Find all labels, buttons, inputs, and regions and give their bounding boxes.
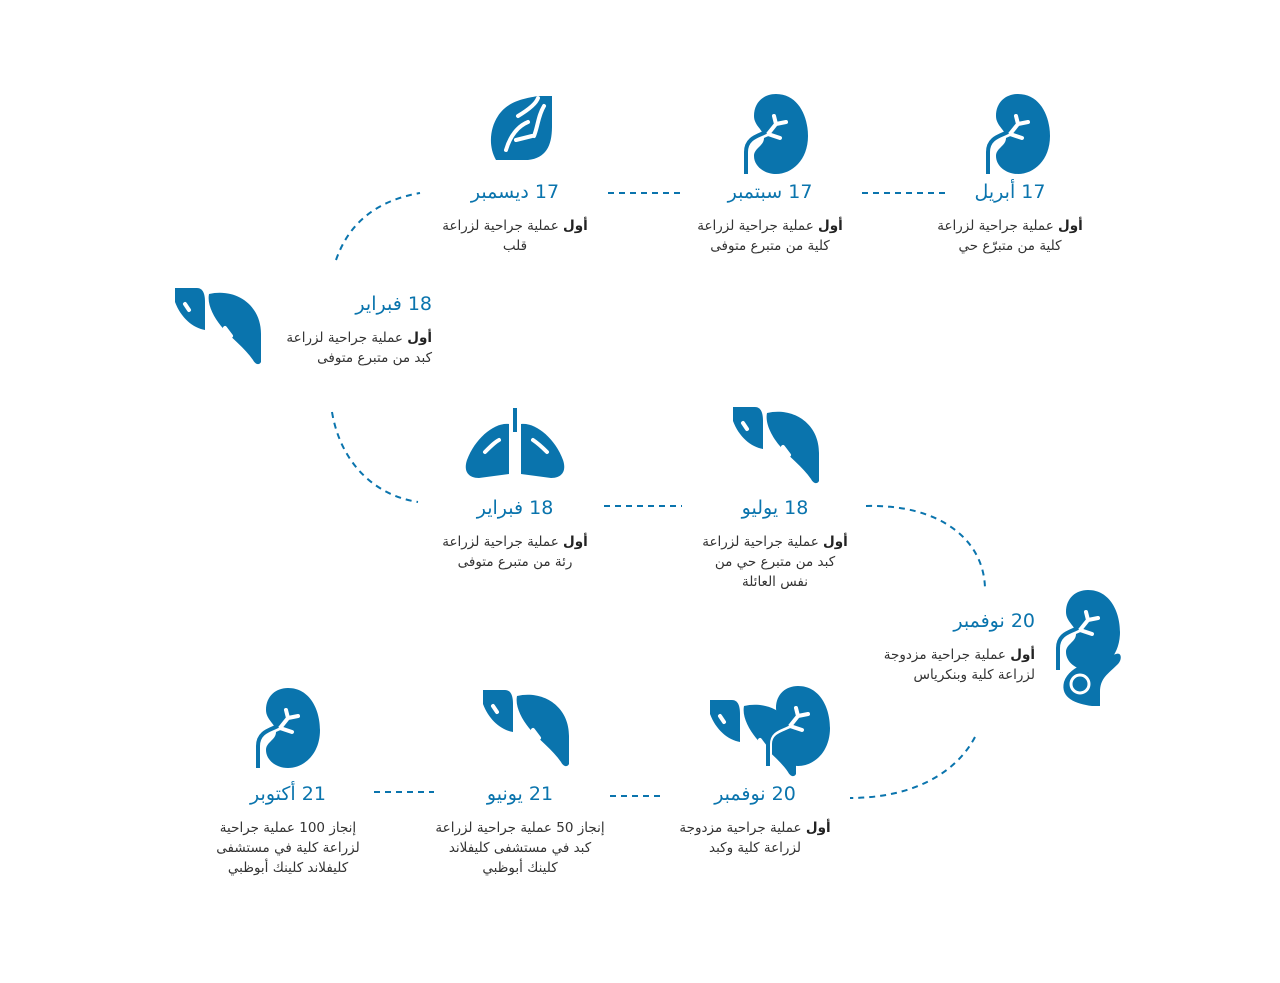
kidney-icon: [744, 92, 810, 176]
liver-kidney-icon: [708, 684, 832, 779]
milestone-date: 18 يوليو: [741, 497, 809, 519]
milestone-date: 18 فبراير: [476, 497, 554, 519]
milestone-date: 20 نوفمبر: [714, 783, 796, 805]
connector: [865, 504, 986, 591]
milestone-date: 17 سبتمبر: [727, 181, 813, 203]
liver-icon: [731, 405, 821, 486]
connector: [331, 411, 419, 503]
milestone-date: 20 نوفمبر: [953, 610, 1035, 632]
pancreas-icon: [1063, 653, 1121, 706]
kidney-icon: [986, 92, 1052, 176]
liver-icon: [173, 286, 263, 367]
milestone-date: 17 ديسمبر: [470, 181, 560, 203]
milestone-date: 17 أبريل: [974, 181, 1046, 203]
milestone-date: 18 فبراير: [355, 293, 432, 315]
milestone-date: 21 أكتوبر: [250, 783, 326, 805]
kidney-icon: [256, 686, 322, 770]
liver-icon: [481, 688, 571, 769]
milestone-date: 21 يونيو: [486, 783, 554, 805]
connector: [849, 736, 976, 799]
heart-icon: [490, 96, 552, 160]
lungs-icon: [465, 408, 565, 478]
connector: [335, 192, 421, 261]
